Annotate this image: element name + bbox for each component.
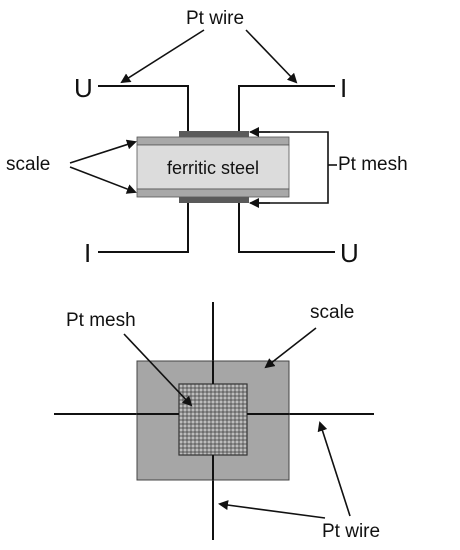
arrow-pt-wire-vertical [218, 500, 326, 519]
arrow-bottom-pt-mesh [123, 333, 193, 407]
wire-u-lower [238, 203, 335, 253]
arrow-pt-wire-left [120, 29, 205, 84]
top-i-left-label: I [84, 238, 91, 268]
wire-i-lower [98, 203, 189, 253]
pt-mesh-bracket [250, 131, 329, 204]
top-figure: Pt wire U I scale Pt mesh I U ferritic s… [6, 8, 408, 268]
arrow-bottom-scale [264, 327, 317, 369]
sample-label: ferritic steel [167, 158, 259, 178]
bottom-figure: Pt mesh scale Pt wire [54, 302, 380, 542]
bottom-pt-wire-label: Pt wire [322, 521, 380, 542]
ferritic-steel-sample [136, 144, 290, 190]
top-scale-layer-lower [136, 188, 290, 198]
top-pt-wire-label: Pt wire [186, 8, 244, 29]
pt-mesh-strip-lower [179, 197, 249, 203]
top-scale-layer-upper [136, 136, 290, 146]
arrow-scale-upper [69, 139, 137, 164]
pt-mesh-strip-upper [179, 131, 249, 137]
top-u-left-label: U [74, 73, 93, 103]
bottom-pt-mesh-label: Pt mesh [66, 310, 136, 331]
arrow-pt-wire-right [245, 29, 298, 84]
top-scale-label: scale [6, 154, 50, 175]
arrow-scale-lower [69, 166, 137, 194]
top-u-right-label: U [340, 238, 359, 268]
top-i-right-label: I [340, 73, 347, 103]
pt-mesh-square [178, 383, 248, 456]
top-pt-mesh-label: Pt mesh [338, 154, 408, 175]
arrow-pt-wire-horizontal [317, 421, 351, 517]
wire-i-upper [238, 85, 335, 131]
bottom-scale-label: scale [310, 302, 354, 323]
wire-u-upper [98, 85, 189, 131]
